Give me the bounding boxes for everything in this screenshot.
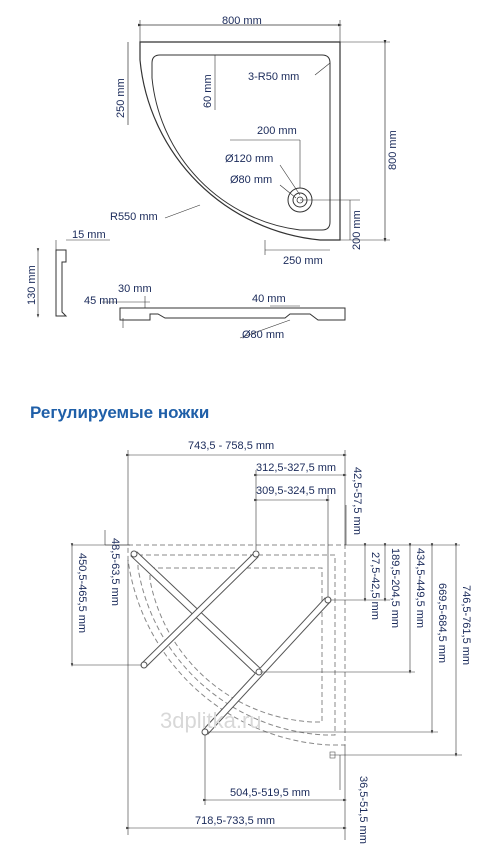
dim-434: 434,5-449,5 mm [414,548,426,628]
dim-42: 42,5-57,5 mm [351,467,363,535]
dim-40: 40 mm [252,293,286,305]
dim-669: 669,5-684,5 mm [436,583,448,663]
dim-r50: 3-R50 mm [248,71,299,83]
dim-250-bottom: 250 mm [283,255,323,267]
dim-743: 743,5 - 758,5 mm [188,440,274,452]
dim-718: 718,5-733,5 mm [195,815,275,827]
dim-d120: Ø120 mm [225,153,273,165]
leg-frame [130,550,332,736]
dim-48: 48,5-63,5 mm [109,538,121,606]
dim-30: 30 mm [118,283,152,295]
dim-312: 312,5-327,5 mm [256,462,336,474]
dim-r550: R550 mm [110,211,158,223]
dim-130: 130 mm [26,265,38,305]
tray-ghost-outline [127,544,346,746]
dim-189: 189,5-204,5 mm [389,548,401,628]
watermark: 3dplitka.ru [160,708,262,733]
leg-dimension-labels: 743,5 - 758,5 mm 312,5-327,5 mm 309,5-32… [76,440,472,844]
dim-200-top: 200 mm [257,125,297,137]
dim-15: 15 mm [72,229,106,241]
dim-309: 309,5-324,5 mm [256,485,336,497]
tray-plan-view [127,20,390,255]
dim-height: 800 mm [387,130,399,170]
dim-746: 746,5-761,5 mm [460,585,472,665]
dim-504: 504,5-519,5 mm [230,787,310,799]
dim-width: 800 mm [222,15,262,27]
dim-d80: Ø80 mm [230,174,272,186]
dim-d80-side: Ø80 mm [242,329,284,341]
dim-45: 45 mm [84,295,118,307]
dim-250-left: 250 mm [115,78,127,118]
dim-450: 450,5-465,5 mm [76,553,88,633]
tray-plan-labels: 800 mm 800 mm 250 mm 60 mm 3-R50 mm 200 … [110,15,399,267]
dim-27: 27,5-42,5 mm [369,552,381,620]
dim-36: 36,5-51,5 mm [357,776,369,844]
tray-side-profile [36,239,110,318]
leg-dimension-lines [70,450,462,840]
section-title: Регулируемые ножки [30,403,209,422]
dim-200-right: 200 mm [351,210,363,250]
tray-front-profile [102,296,346,339]
dim-60: 60 mm [202,74,214,108]
